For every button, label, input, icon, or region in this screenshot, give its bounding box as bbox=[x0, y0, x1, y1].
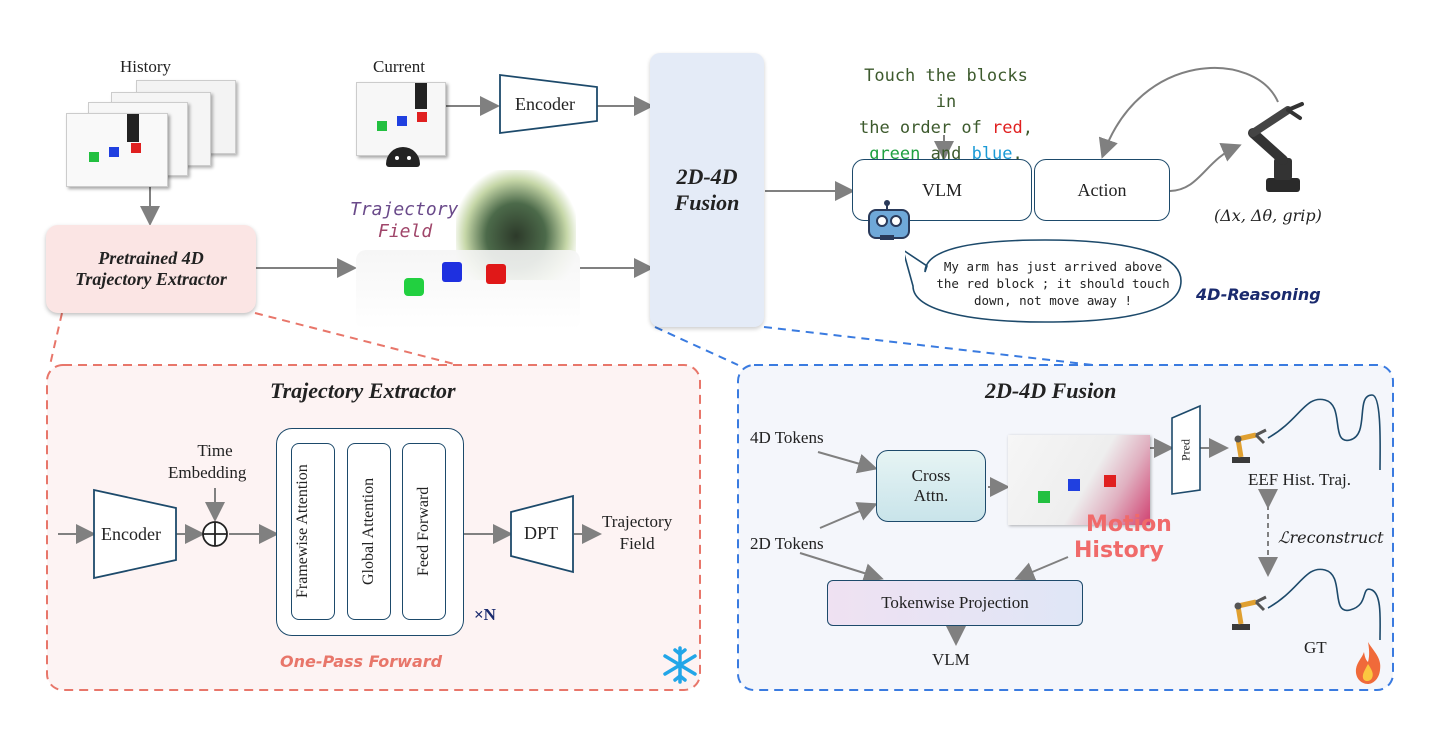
snowflake-icon bbox=[663, 646, 697, 684]
arrow-2d-to-cross bbox=[819, 502, 878, 529]
eef-arm-icon bbox=[1232, 428, 1267, 463]
extractor-encoder-shape bbox=[93, 488, 177, 580]
tokens-2d-label: 2D Tokens bbox=[750, 534, 824, 553]
fusion-center-line1: 2D-4D bbox=[676, 164, 738, 189]
trajectory-field-label-2: Field bbox=[378, 221, 433, 242]
motion-history-image bbox=[1008, 435, 1150, 525]
gt-trajectory-curve bbox=[1267, 568, 1381, 641]
loss-label: ℒreconstruct bbox=[1278, 528, 1384, 547]
global-attention-label: Global Attention bbox=[360, 477, 377, 586]
extractor-output-label: Trajectory Field bbox=[602, 512, 672, 554]
pred-label: Pred bbox=[1178, 439, 1193, 461]
tokens-4d-label: 4D Tokens bbox=[750, 428, 824, 447]
time-embedding-line2: Embedding bbox=[168, 463, 247, 482]
motion-label-2: History bbox=[1074, 538, 1164, 563]
extractor-panel-title: Trajectory Extractor bbox=[270, 378, 456, 403]
feed-forward-block: Feed Forward bbox=[402, 443, 446, 620]
history-label: History bbox=[120, 57, 171, 76]
instruction-red: red bbox=[992, 118, 1023, 138]
time-embedding-line1: Time bbox=[197, 441, 233, 460]
speech-text: My arm has just arrived above the red bl… bbox=[928, 258, 1178, 309]
extractor-title-line2: Trajectory Extractor bbox=[75, 269, 227, 289]
action-box: Action bbox=[1034, 159, 1170, 221]
robot-arm-icon bbox=[1248, 102, 1304, 192]
extractor-encoder-label: Encoder bbox=[101, 524, 161, 544]
history-frame-front bbox=[66, 113, 168, 187]
fusion-vlm-label: VLM bbox=[932, 650, 970, 669]
speech-bubble bbox=[905, 239, 1182, 323]
fire-icon bbox=[1355, 642, 1381, 684]
eef-label: EEF Hist. Traj. bbox=[1248, 470, 1351, 489]
gt-arm-icon bbox=[1232, 595, 1267, 630]
arrow-robot-to-action bbox=[1098, 66, 1279, 159]
framewise-attention-block: Framewise Attention bbox=[291, 443, 335, 620]
trajectory-field-label-1: Trajectory bbox=[350, 199, 459, 220]
instruction-line-2: the order of red, bbox=[854, 115, 1038, 141]
eef-trajectory-curve bbox=[1267, 394, 1381, 471]
android-icon bbox=[386, 143, 420, 167]
motion-label-1: Motion bbox=[1086, 512, 1172, 537]
framewise-attention-label: Framewise Attention bbox=[294, 464, 311, 599]
tokenwise-projection-label: Tokenwise Projection bbox=[881, 593, 1029, 612]
top-encoder-label: Encoder bbox=[515, 94, 575, 114]
fusion-center-line2: Fusion bbox=[674, 190, 740, 215]
instruction-end: . bbox=[1012, 144, 1023, 164]
feed-forward-label: Feed Forward bbox=[415, 486, 432, 577]
extractor-output-line1: Trajectory bbox=[602, 512, 673, 531]
speech-line-3: down, not move away ! bbox=[973, 293, 1133, 308]
pretrained-extractor-box: Pretrained 4D Trajectory Extractor bbox=[46, 225, 256, 313]
zoom-line-extractor-right bbox=[254, 312, 459, 366]
arrow-2d-to-tokenwise bbox=[799, 552, 884, 583]
arrow-motion-to-tokenwise bbox=[1014, 556, 1069, 582]
current-frame bbox=[356, 82, 446, 156]
time-embedding-label: Time bbox=[194, 441, 236, 461]
instruction-text: Touch the blocks in the order of red, gr… bbox=[854, 63, 1038, 167]
cross-attn-line1: Cross bbox=[911, 466, 951, 485]
cross-attn-line2: Attn. bbox=[913, 486, 949, 505]
robot-face-icon bbox=[862, 200, 912, 242]
vlm-label: VLM bbox=[922, 179, 962, 200]
zoom-line-fusion-right bbox=[763, 326, 1094, 366]
action-label: Action bbox=[1077, 179, 1127, 200]
trajectory-field-image bbox=[356, 170, 580, 330]
zoom-line-extractor-left bbox=[49, 312, 63, 366]
dpt-shape bbox=[510, 494, 574, 574]
one-pass-forward-label: One-Pass Forward bbox=[280, 652, 443, 671]
fusion-panel-title: 2D-4D Fusion bbox=[985, 378, 1117, 403]
arrow-action-to-robot bbox=[1169, 143, 1242, 192]
dpt-label: DPT bbox=[524, 523, 559, 543]
instruction-prefix: the order of bbox=[858, 118, 993, 138]
instruction-line-1: Touch the blocks in bbox=[864, 66, 1028, 112]
extractor-title-line1: Pretrained 4D bbox=[98, 248, 204, 268]
action-output-label: (Δx, Δθ, grip) bbox=[1214, 206, 1322, 225]
current-label: Current bbox=[373, 57, 425, 76]
global-attention-block: Global Attention bbox=[347, 443, 391, 620]
cross-attn-box: Cross Attn. bbox=[876, 450, 986, 522]
top-encoder-shape bbox=[499, 73, 598, 135]
speech-line-1: My arm has just arrived above bbox=[943, 259, 1163, 274]
fusion-center-box: 2D-4D Fusion bbox=[650, 53, 764, 327]
repeat-label: ×N bbox=[474, 605, 496, 624]
extractor-output-line2: Field bbox=[619, 534, 655, 553]
reasoning-label: 4D-Reasoning bbox=[1196, 285, 1321, 304]
zoom-line-fusion-left bbox=[654, 326, 739, 366]
tokenwise-projection-box: Tokenwise Projection bbox=[827, 580, 1083, 626]
gt-label: GT bbox=[1304, 638, 1327, 657]
instruction-suffix: , bbox=[1022, 118, 1034, 138]
history-frames bbox=[66, 80, 236, 190]
arrow-4d-to-cross bbox=[817, 451, 878, 474]
speech-line-2: the red block ; it should touch bbox=[936, 276, 1170, 291]
pred-shape bbox=[1171, 404, 1201, 495]
